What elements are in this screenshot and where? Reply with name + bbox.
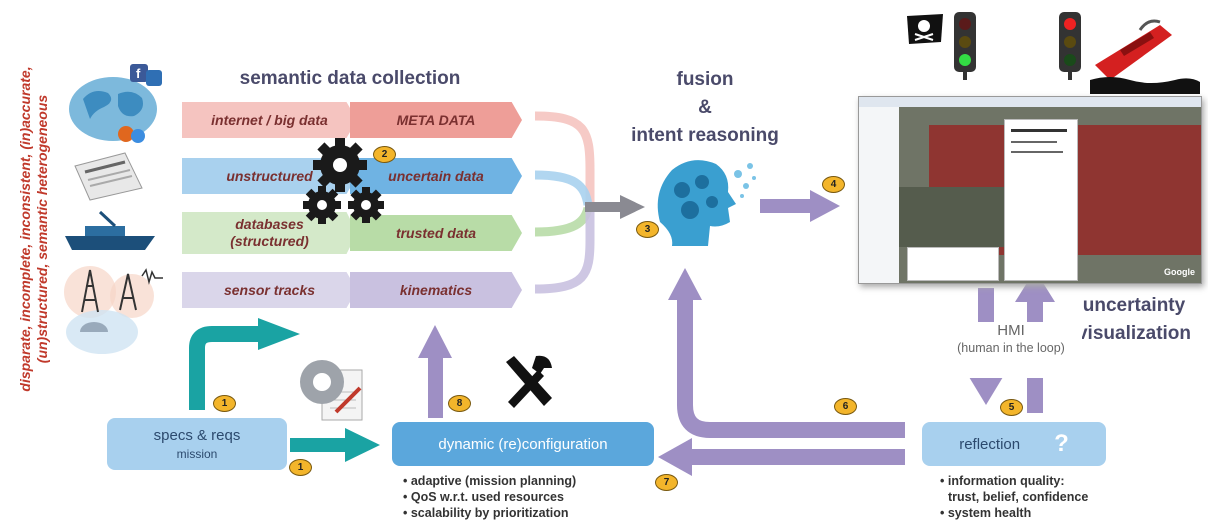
row-databases-right: trusted data	[350, 215, 522, 251]
feed-arrowhead	[620, 195, 645, 219]
dynamic-bullets: adaptive (mission planning) QoS w.r.t. u…	[403, 473, 576, 521]
badge-1-upper: 1	[213, 395, 236, 412]
gears-icon	[303, 138, 384, 224]
arrow-4	[810, 190, 840, 222]
badge-4: 4	[822, 176, 845, 193]
badge-1-lower: 1	[289, 459, 312, 476]
side-label: disparate, incomplete, inconsistent, (in…	[17, 66, 50, 392]
badge-3: 3	[636, 221, 659, 238]
arrow-7	[658, 438, 692, 476]
pirate-flag-icon	[907, 14, 943, 44]
specs-box: specs & reqs mission	[107, 418, 287, 470]
badge-7: 7	[655, 474, 678, 491]
uncertainty-title: uncertainty visualization	[1076, 295, 1192, 344]
fusion-title: fusion & intent reasoning	[631, 69, 779, 146]
dynamic-box: dynamic (re)configuration	[392, 422, 654, 466]
feed-line-blue	[534, 170, 593, 206]
arrow-1-up	[189, 326, 262, 410]
hmi-label: HMI (human in the loop)	[940, 322, 1082, 378]
settings-document-icon	[300, 360, 363, 421]
arrow-6	[677, 298, 905, 438]
newspaper-icon	[74, 152, 143, 201]
row-unstructured-right: uncertain data	[350, 158, 522, 194]
feed-line-green	[534, 206, 593, 237]
badge-8: 8	[448, 395, 471, 412]
ship-icon	[65, 210, 155, 250]
feed-line-red	[534, 111, 595, 205]
arrow-8	[418, 325, 452, 358]
arrow-hmi-up	[1015, 270, 1055, 302]
brain-head-icon	[657, 160, 756, 246]
svg-text:f: f	[136, 66, 141, 81]
sinking-ship-icon	[1090, 19, 1200, 94]
traffic-light-icon	[1059, 12, 1081, 80]
world-map-icon: f	[69, 64, 162, 143]
traffic-light-icon	[954, 12, 976, 80]
row-databases-left: databases (structured)	[182, 212, 357, 254]
collection-title: semantic data collection	[239, 68, 461, 89]
radio-tower-icon	[64, 266, 163, 354]
reflection-bullets: information quality: trust, belief, conf…	[940, 473, 1088, 521]
question-mark-icon: ?	[1054, 430, 1069, 457]
row-internet-right: META DATA	[350, 102, 522, 138]
map-screenshot: Google	[858, 96, 1202, 284]
feed-line-purple	[534, 208, 595, 294]
row-sensor-right: kinematics	[350, 272, 522, 308]
row-sensor-left: sensor tracks	[182, 272, 357, 308]
arrow-1-right	[345, 428, 380, 462]
badge-2: 2	[373, 146, 396, 163]
badge-5: 5	[1000, 399, 1023, 416]
row-internet-left: internet / big data	[182, 102, 357, 138]
badge-6: 6	[834, 398, 857, 415]
reflection-box: reflection ?	[922, 422, 1106, 466]
arrow-hmi-down	[966, 372, 1006, 405]
tools-icon	[506, 355, 552, 408]
map-brand: Google	[1164, 267, 1195, 277]
